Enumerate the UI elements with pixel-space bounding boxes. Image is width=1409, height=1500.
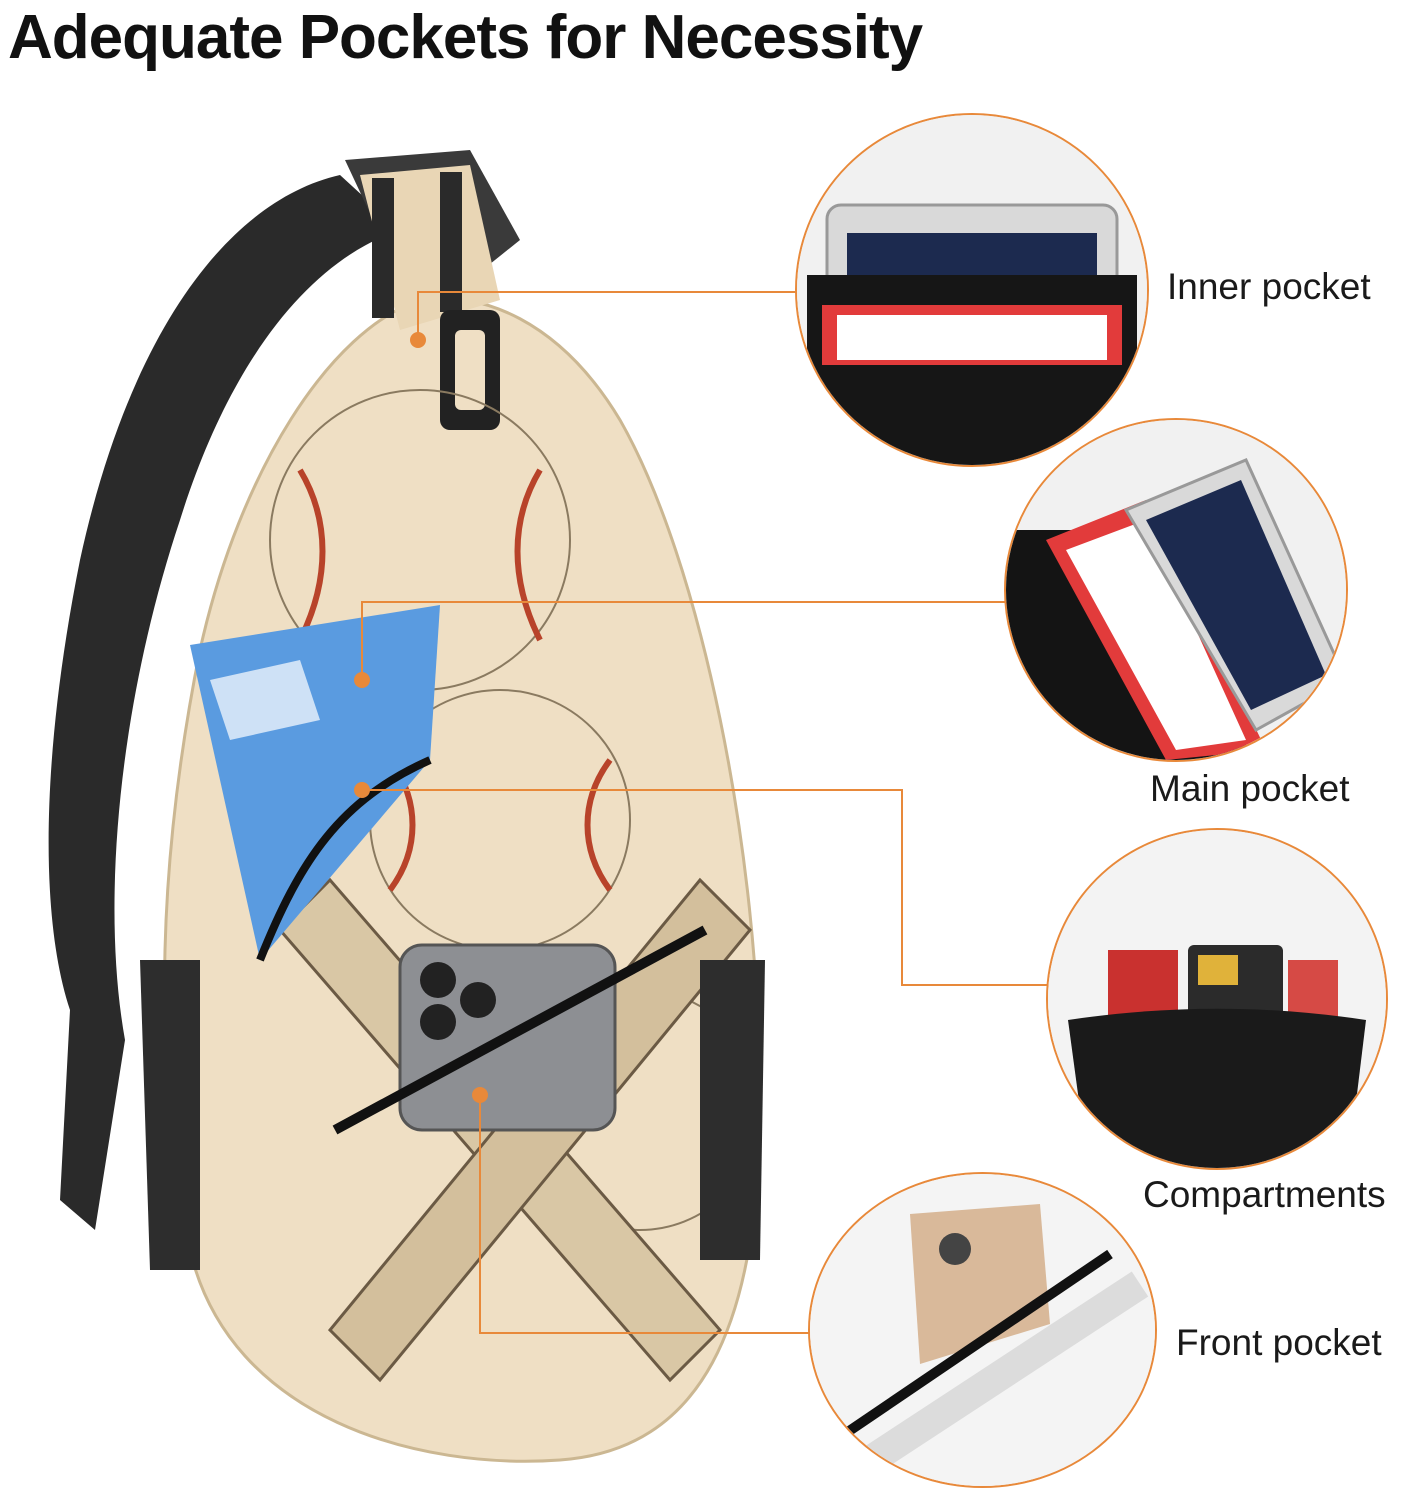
main-pocket-inset	[1004, 418, 1348, 762]
compartments-inset	[1046, 828, 1388, 1170]
tablet-in-pocket-icon	[797, 115, 1147, 465]
front-pocket-inset	[808, 1172, 1157, 1488]
callout-label-compartments: Compartments	[1143, 1174, 1386, 1215]
callout-label-inner-pocket: Inner pocket	[1167, 266, 1371, 307]
page-title: Adequate Pockets for Necessity	[8, 3, 923, 72]
cards-in-compartment-icon	[1048, 830, 1386, 1168]
inner-pocket-inset	[795, 113, 1149, 467]
callout-label-front-pocket: Front pocket	[1176, 1322, 1382, 1363]
tablet-and-book-icon	[1006, 420, 1346, 760]
phone-in-front-pocket-icon	[810, 1174, 1155, 1486]
callout-label-main-pocket: Main pocket	[1150, 768, 1350, 809]
